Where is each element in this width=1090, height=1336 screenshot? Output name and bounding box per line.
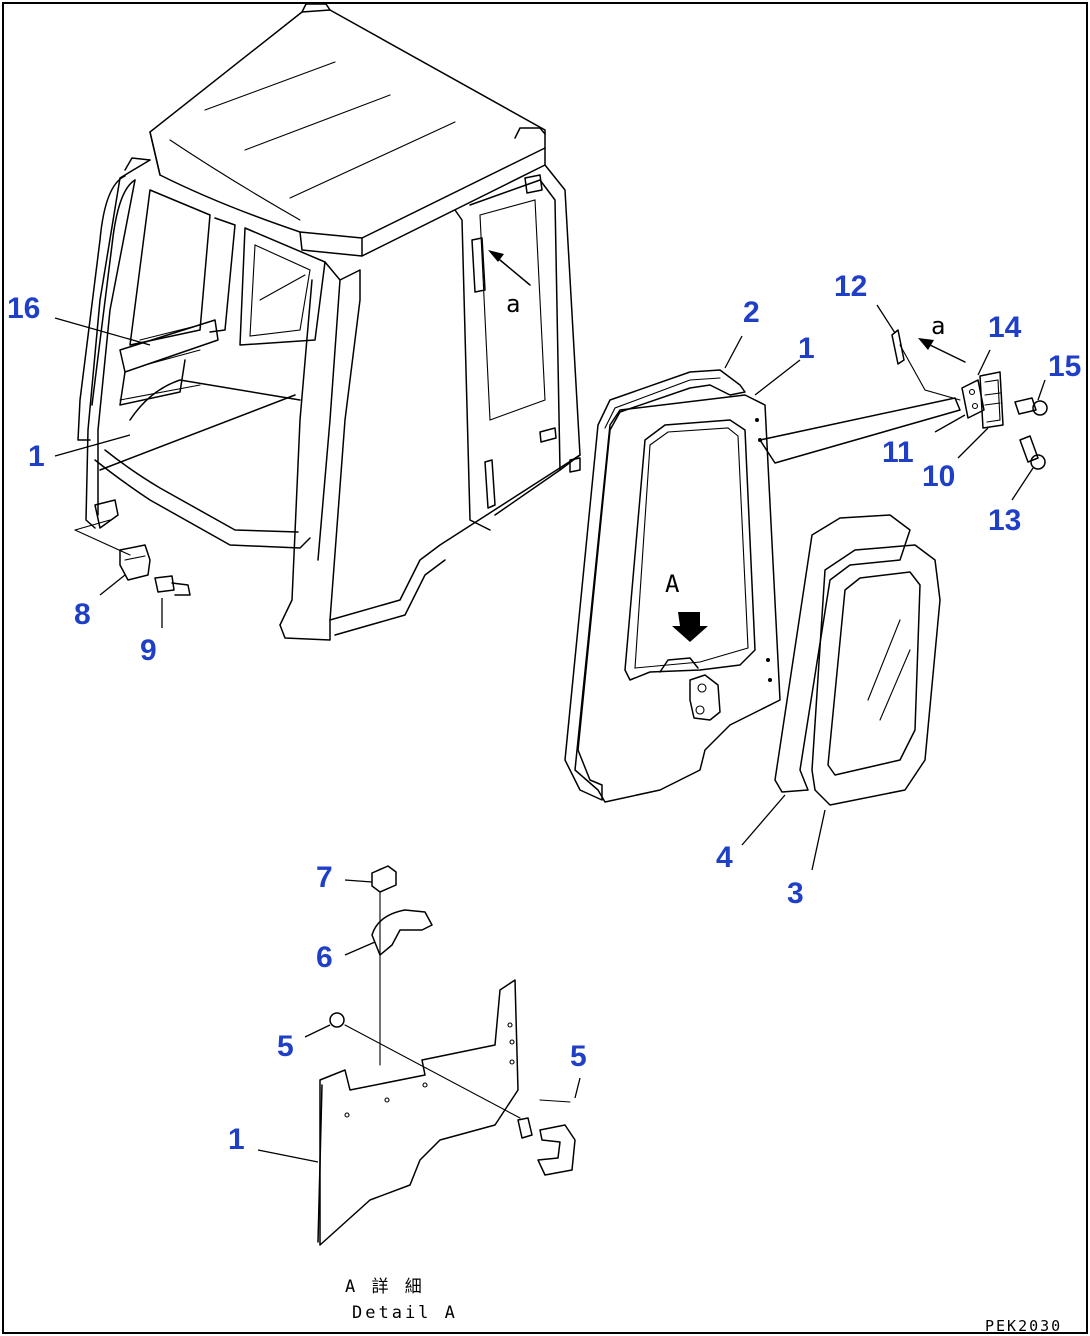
callout-2: 2: [743, 296, 760, 329]
callout-7: 7: [316, 861, 333, 894]
callout-16: 16: [7, 292, 40, 325]
callout-9: 9: [140, 634, 157, 667]
part-9-bolt: [154, 575, 191, 596]
hinge-pin-line: [759, 397, 961, 464]
callout-3: 3: [787, 877, 804, 910]
part-13-bolt: [1019, 435, 1046, 470]
detail-title-en: Detail A: [352, 1303, 458, 1323]
hinge-arrow-a: [918, 338, 966, 363]
callout-13: 13: [988, 504, 1021, 537]
detail-a-view: [317, 865, 576, 1246]
cab-assembly: [74, 3, 581, 641]
door-panel-part-1: [574, 394, 781, 803]
window-seal-part-4: [774, 514, 911, 793]
callout-11: 11: [882, 436, 914, 469]
callout-1-detail: 1: [228, 1123, 245, 1156]
callout-5-clip: 5: [570, 1040, 587, 1073]
detail-title-jp: A 詳 細: [345, 1277, 425, 1297]
callout-10: 10: [922, 460, 955, 493]
callout-4: 4: [716, 841, 733, 874]
callout-1-door: 1: [798, 332, 815, 365]
callout-8: 8: [74, 598, 91, 631]
part-12-pin: [891, 329, 961, 401]
callout-labels: 16 1 8 9 2 1 12 14 15 11 10 13 4 3 7 6 5…: [7, 270, 1081, 1156]
callout-5-nut: 5: [277, 1030, 294, 1063]
door-seal-part-2: [564, 369, 746, 801]
view-mark-a-cab: a: [506, 290, 520, 318]
callout-6: 6: [316, 941, 333, 974]
callout-1-cab: 1: [28, 440, 45, 473]
hinge-assembly: [961, 371, 1004, 429]
view-mark-a-hinge: a: [931, 312, 945, 340]
callout-14: 14: [988, 311, 1022, 344]
drawing-code: PEK2030: [985, 1317, 1062, 1335]
part-8-bracket: [119, 544, 151, 581]
view-mark-A-door: A: [665, 570, 680, 598]
part-15-bolt: [1014, 397, 1048, 416]
window-glass-part-3: [811, 544, 941, 806]
callout-12: 12: [834, 270, 867, 303]
callout-leaders: [54, 304, 1046, 1163]
callout-15: 15: [1048, 350, 1081, 383]
